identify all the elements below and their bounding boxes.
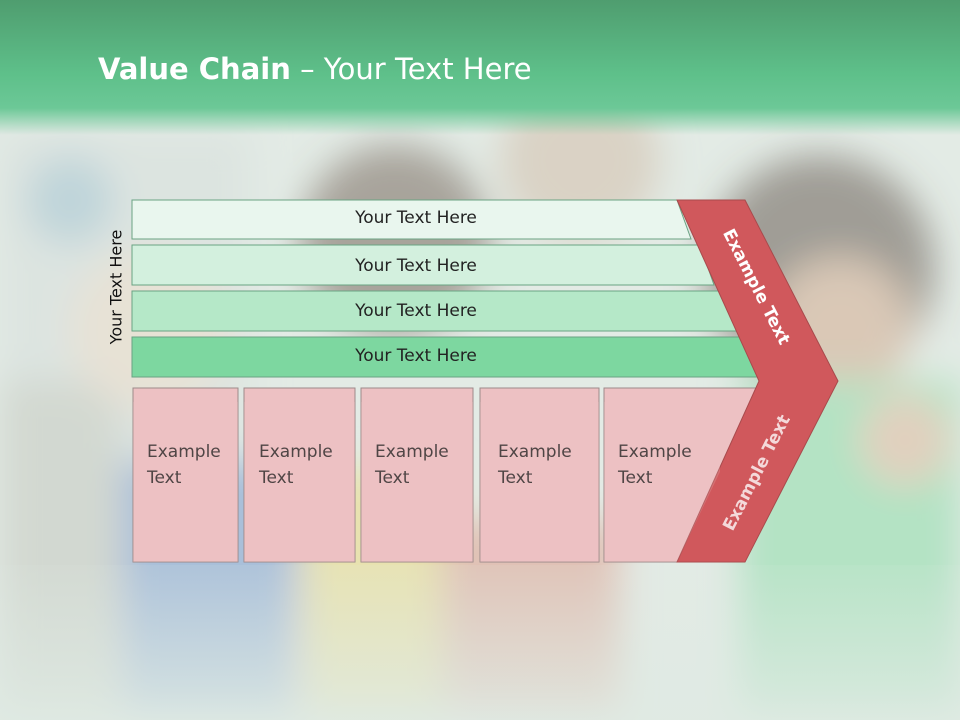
cell-text-5: Example Text	[618, 442, 692, 488]
cell-box-2	[243, 387, 356, 563]
cell-box-4	[479, 387, 600, 563]
row-bar-1	[131, 199, 692, 240]
title-bar	[0, 0, 960, 135]
cell-box-1	[132, 387, 239, 563]
chevron-arrow	[676, 199, 839, 563]
row-label-2: Your Text Here	[355, 256, 477, 276]
row-label-1: Your Text Here	[355, 208, 477, 228]
title-bold: Value Chain	[98, 52, 291, 86]
reflection-fade	[0, 565, 960, 720]
cell-text-3: Example Text	[375, 442, 449, 488]
cell-text-2: Example Text	[259, 442, 333, 488]
cell-text-1: Example Text	[147, 442, 221, 488]
title-rest: – Your Text Here	[290, 52, 532, 86]
cell-box-3	[360, 387, 474, 563]
row-label-4: Your Text Here	[355, 346, 477, 366]
slide-title: Value Chain – Your Text Here	[98, 52, 532, 86]
side-label: Your Text Here	[106, 229, 126, 345]
row-label-3: Your Text Here	[355, 301, 477, 321]
cell-text-4: Example Text	[498, 442, 572, 488]
row-bar-2	[131, 244, 715, 286]
